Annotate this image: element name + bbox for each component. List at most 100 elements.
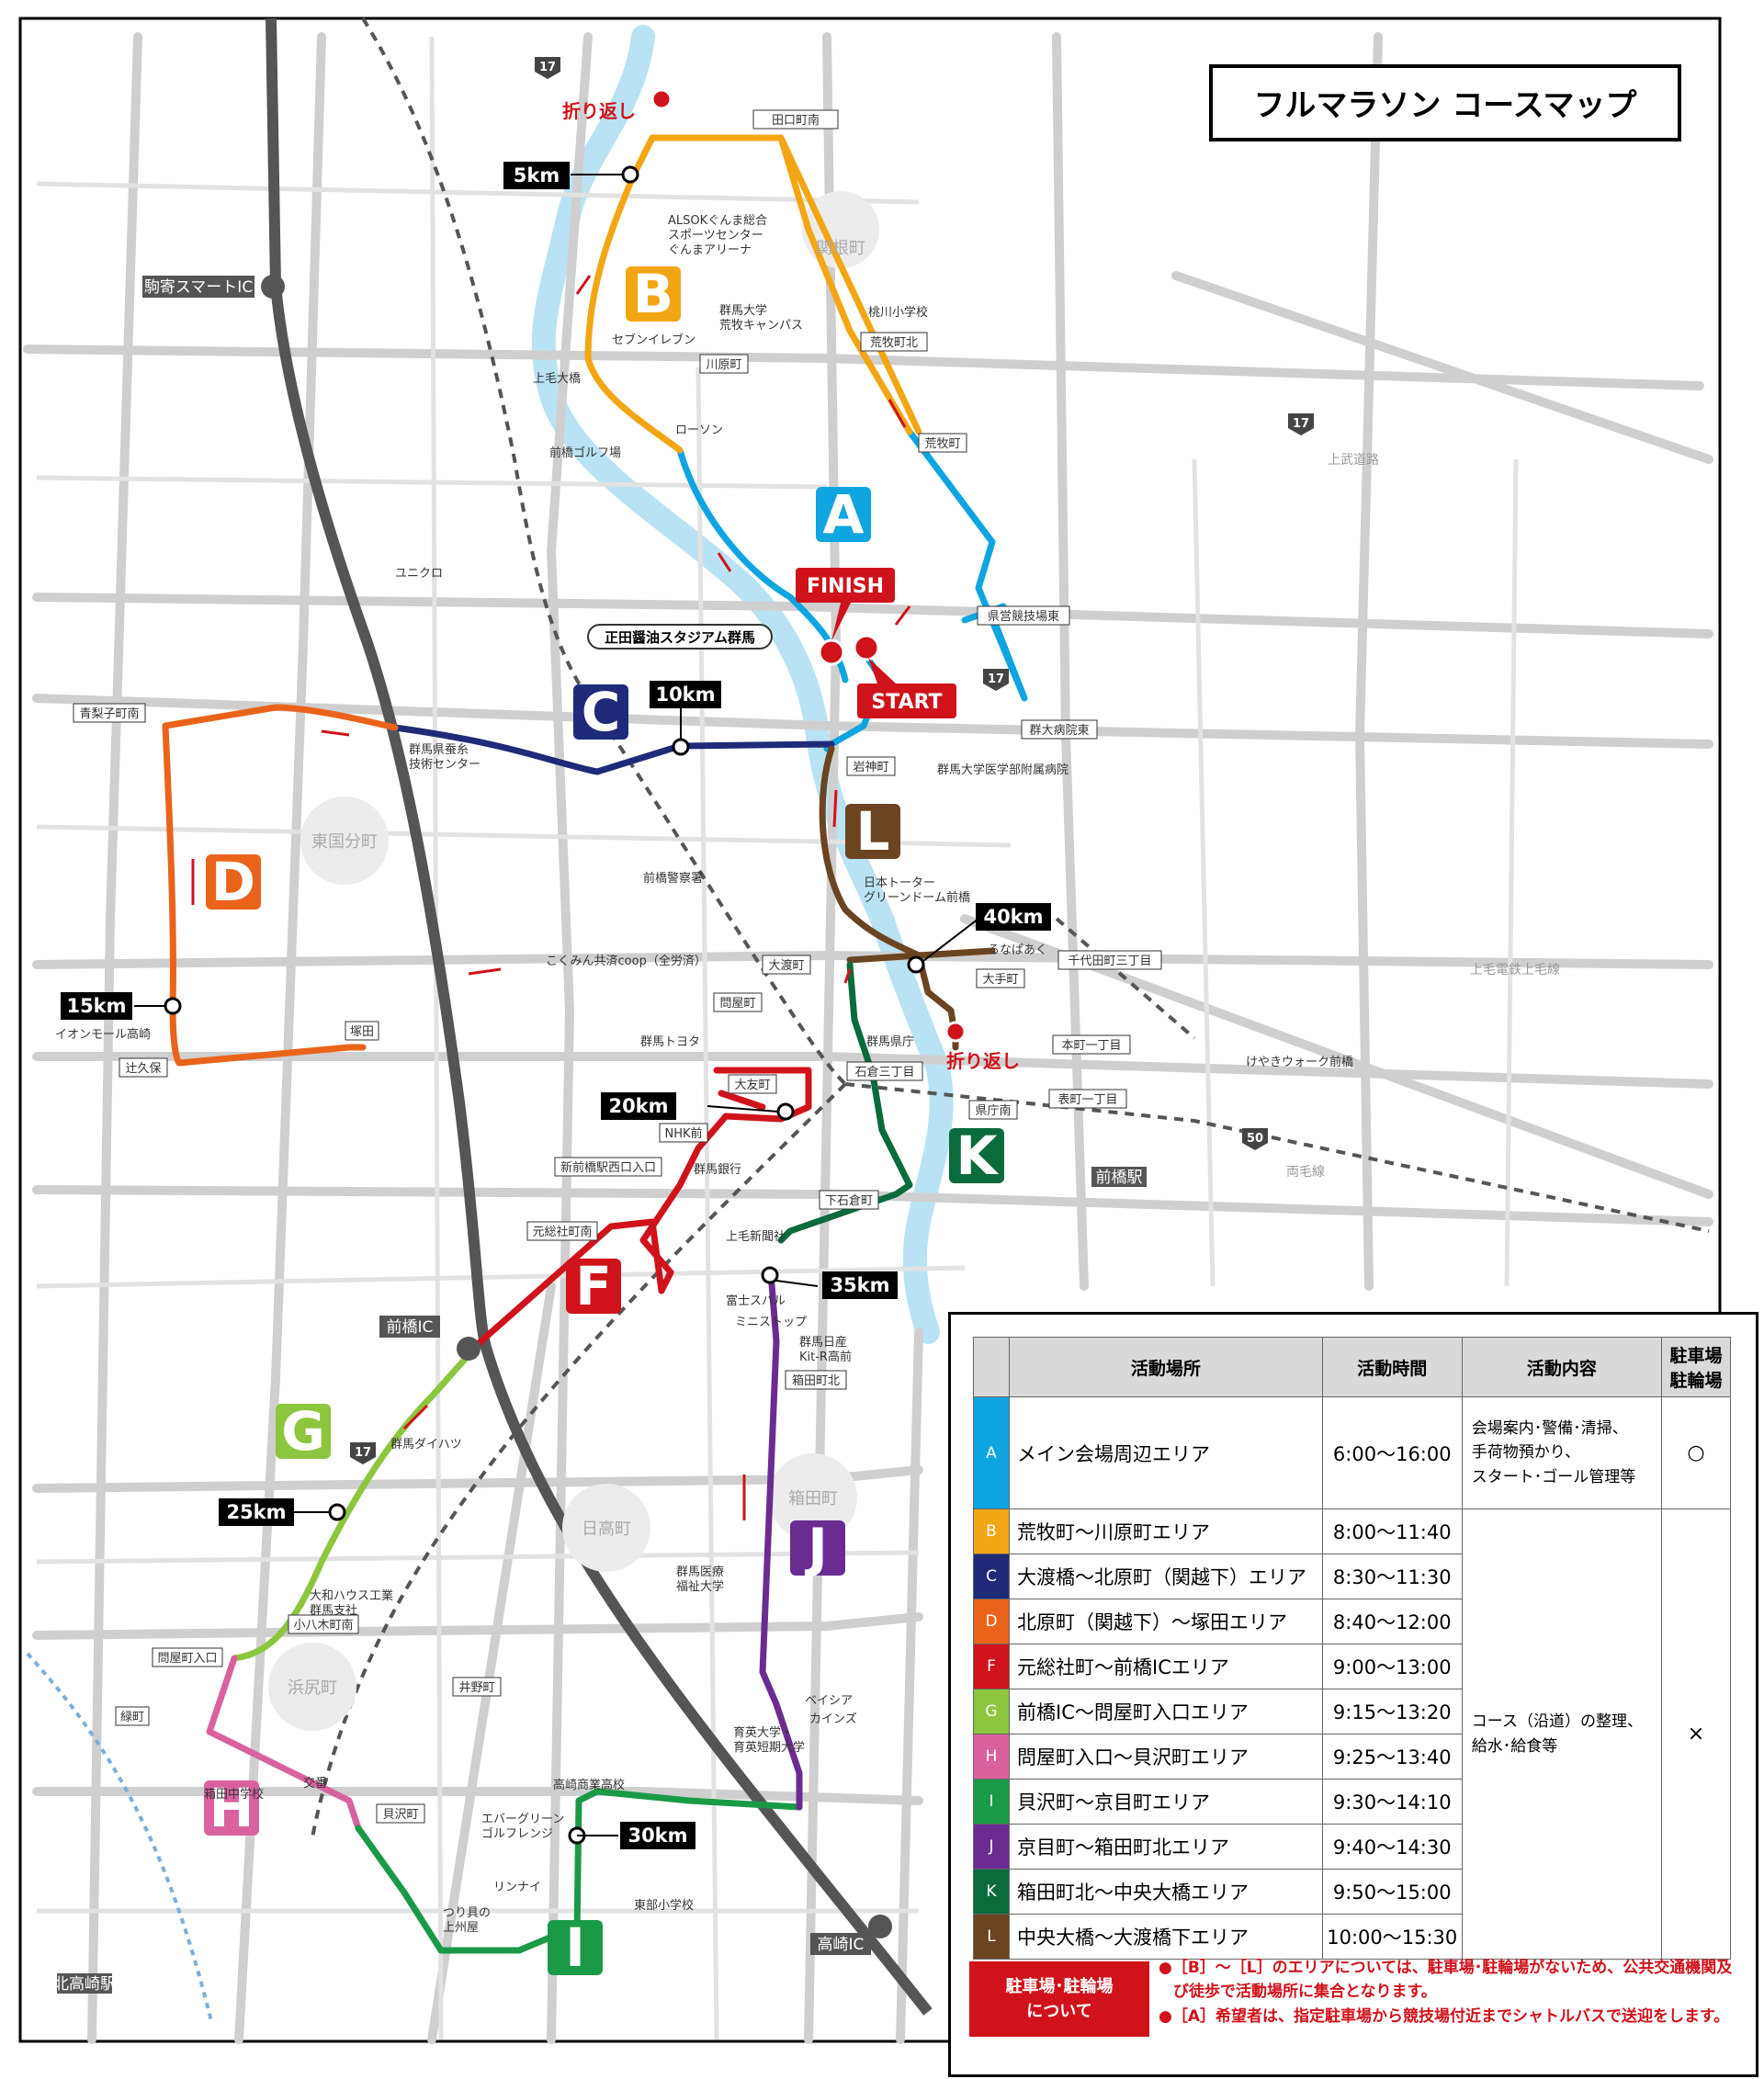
svg-text:群馬トヨタ: 群馬トヨタ xyxy=(640,1035,700,1049)
svg-text:前橋ゴルフ場: 前橋ゴルフ場 xyxy=(549,446,621,460)
ic-maebashi: 前橋IC xyxy=(379,1316,481,1361)
intersection-label: 表町一丁目 xyxy=(1048,1089,1127,1109)
ic-komayose: 駒寄スマートIC xyxy=(142,275,285,299)
svg-text:箱田中学校: 箱田中学校 xyxy=(204,1787,264,1802)
row-place: 大渡橋〜北原町（関越下）エリア xyxy=(1009,1554,1323,1599)
course-F xyxy=(465,1067,812,1356)
svg-text:貝沢町: 貝沢町 xyxy=(382,1808,418,1822)
section-label-c: C xyxy=(573,681,628,743)
svg-text:A: A xyxy=(823,483,865,546)
intersection-label: 田口町南 xyxy=(752,109,839,130)
svg-text:育英大学・育英短期大学: 育英大学・育英短期大学 xyxy=(733,1725,805,1755)
row-code: D xyxy=(973,1599,1010,1644)
row-place: 荒牧町〜川原町エリア xyxy=(1009,1508,1323,1554)
row-code: A xyxy=(973,1396,1010,1509)
route-17-shield-4: 17 xyxy=(350,1442,376,1464)
svg-text:箱田町北: 箱田町北 xyxy=(792,1373,840,1388)
svg-text:17: 17 xyxy=(988,672,1004,686)
svg-text:東部小学校: 東部小学校 xyxy=(634,1898,694,1913)
svg-text:前橋IC: 前橋IC xyxy=(387,1318,434,1337)
km-5: 5km xyxy=(503,162,570,189)
intersection-label: 大手町 xyxy=(976,968,1025,989)
header-parking: 駐車場 駐輪場 xyxy=(1661,1337,1731,1397)
row-place: 前橋IC〜問屋町入口エリア xyxy=(1009,1689,1323,1734)
route-17-shield-1: 17 xyxy=(535,57,560,79)
row-time: 9:00〜13:00 xyxy=(1321,1644,1463,1689)
svg-text:川原町: 川原町 xyxy=(706,358,741,372)
svg-text:千代田町三丁目: 千代田町三丁目 xyxy=(1068,955,1151,968)
svg-text:桃川小学校: 桃川小学校 xyxy=(868,305,928,320)
svg-text:35km: 35km xyxy=(830,1274,889,1296)
row-code: H xyxy=(973,1734,1010,1780)
svg-text:群馬大学荒牧キャンパス: 群馬大学荒牧キャンパス xyxy=(719,303,803,333)
intersection-label: NHK前 xyxy=(659,1123,708,1143)
intersection-label: 県庁南 xyxy=(968,1100,1018,1120)
svg-text:辻久保: 辻久保 xyxy=(125,1062,161,1076)
turnaround-label-south: 折り返し xyxy=(946,1050,1020,1072)
svg-text:県庁南: 県庁南 xyxy=(975,1103,1011,1118)
row-place: 京目町〜箱田町北エリア xyxy=(1009,1824,1323,1870)
svg-text:25km: 25km xyxy=(226,1501,286,1523)
notice-line: ●［A］希望者は、指定駐車場から競技場付近までシャトルバスで送迎をします。 xyxy=(1159,2006,1730,2026)
section-label-d: D xyxy=(206,851,261,913)
intersection-label: 貝沢町 xyxy=(376,1803,425,1824)
svg-text:K: K xyxy=(956,1124,1000,1187)
direction-arrows xyxy=(191,275,911,1949)
section-label-i: I xyxy=(548,1916,603,1979)
station-maebashi: 前橋駅 xyxy=(1091,1167,1147,1187)
svg-text:D: D xyxy=(211,851,255,913)
svg-text:小八木町南: 小八木町南 xyxy=(293,1618,353,1633)
svg-text:元総社町南: 元総社町南 xyxy=(532,1225,592,1239)
row-time: 9:15〜13:20 xyxy=(1321,1689,1463,1734)
svg-text:けやきウォーク前橋: けやきウォーク前橋 xyxy=(1246,1055,1353,1069)
river xyxy=(531,25,954,1344)
row-place: メイン会場周辺エリア xyxy=(1009,1396,1323,1509)
turnaround-point-south xyxy=(944,1021,967,1043)
section-label-g: G xyxy=(276,1400,331,1463)
row-content: コース（沿道）の整理、 給水･給食等 xyxy=(1461,1508,1663,1960)
svg-text:大渡町: 大渡町 xyxy=(768,958,804,973)
intersection-label: 青梨子町南 xyxy=(73,703,146,723)
course-K xyxy=(777,961,913,1244)
svg-text:北高崎駅: 北高崎駅 xyxy=(53,1975,116,1994)
svg-text:井野町: 井野町 xyxy=(458,1681,494,1695)
svg-text:駒寄スマートIC: 駒寄スマートIC xyxy=(144,278,253,297)
km-points xyxy=(164,165,925,1845)
course-C xyxy=(391,724,835,775)
header-content: 活動内容 xyxy=(1461,1337,1663,1397)
course-H xyxy=(206,1655,362,1832)
intersection-label: 小八木町南 xyxy=(288,1614,359,1634)
row-time: 8:00〜11:40 xyxy=(1321,1508,1463,1554)
intersection-label: 問屋町 xyxy=(713,992,763,1012)
row-place: 箱田町北〜中央大橋エリア xyxy=(1009,1869,1323,1915)
route-17-shield-2: 17 xyxy=(1288,413,1314,435)
row-time: 9:25〜13:40 xyxy=(1321,1734,1463,1780)
finish-label: FINISH xyxy=(796,568,895,641)
row-time: 8:40〜12:00 xyxy=(1321,1599,1463,1644)
svg-text:上毛新聞社: 上毛新聞社 xyxy=(726,1229,786,1244)
area-circles xyxy=(268,191,879,1731)
svg-text:B: B xyxy=(633,263,673,325)
row-place: 北原町（関越下）〜塚田エリア xyxy=(1009,1599,1323,1644)
svg-text:セブンイレブン: セブンイレブン xyxy=(612,333,695,347)
km-15: 15km xyxy=(61,992,132,1020)
landmark-labels: ALSOKぐんま総合スポーツセンターぐんまアリーナ 群馬大学荒牧キャンパス セブ… xyxy=(55,214,1353,1935)
svg-text:前橋警察署: 前橋警察署 xyxy=(643,871,703,886)
intersection-label: 辻久保 xyxy=(119,1057,168,1078)
row-code: J xyxy=(973,1824,1010,1870)
svg-text:NHK前: NHK前 xyxy=(664,1126,702,1141)
km-20: 20km xyxy=(601,1092,676,1120)
svg-text:ユニクロ: ユニクロ xyxy=(395,567,443,581)
intersection-label: 大渡町 xyxy=(762,955,811,975)
svg-text:上毛電鉄上毛線: 上毛電鉄上毛線 xyxy=(1470,963,1560,977)
road-labels: 上武道路 上毛電鉄上毛線 両毛線 xyxy=(1286,453,1560,1180)
svg-text:ローソン: ローソン xyxy=(675,424,723,437)
row-place: 中央大橋〜大渡橋下エリア xyxy=(1009,1914,1323,1960)
svg-text:C: C xyxy=(582,681,621,743)
svg-text:20km: 20km xyxy=(608,1095,668,1117)
